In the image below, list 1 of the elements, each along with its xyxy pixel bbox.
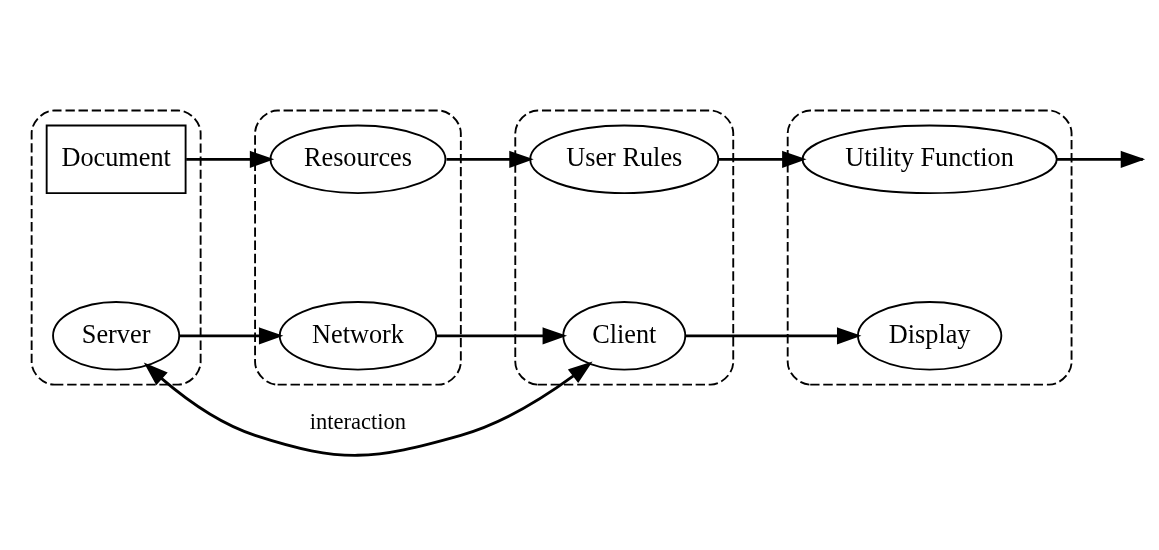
edge-label: interaction xyxy=(309,408,407,434)
